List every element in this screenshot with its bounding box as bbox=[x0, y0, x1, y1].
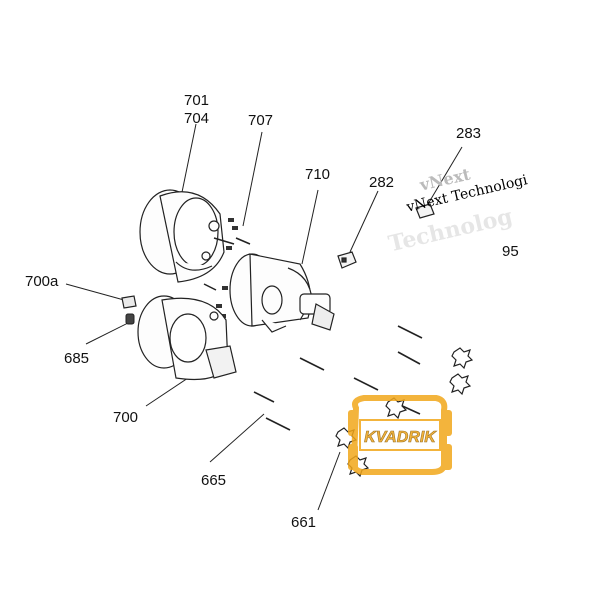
leader-665 bbox=[209, 413, 265, 463]
leader-701 bbox=[179, 123, 197, 203]
kvadrik-logo: KVADRIK bbox=[348, 395, 452, 475]
leader-700 bbox=[145, 377, 189, 407]
spring-685 bbox=[125, 313, 135, 325]
callout-704: 704 bbox=[184, 110, 210, 127]
leader-283 bbox=[427, 146, 463, 205]
callout-707: 707 bbox=[248, 112, 274, 129]
leader-282 bbox=[349, 190, 379, 253]
connector-283 bbox=[415, 203, 435, 219]
callout-95: 95 bbox=[502, 243, 519, 260]
motor-housing-part bbox=[229, 253, 335, 333]
leader-685 bbox=[85, 321, 131, 345]
callout-710: 710 bbox=[305, 166, 331, 183]
callout-700a: 700a bbox=[25, 273, 59, 290]
lower-housing-part bbox=[137, 295, 237, 381]
long-bolts bbox=[253, 325, 423, 431]
leader-710 bbox=[301, 189, 319, 265]
leader-661 bbox=[317, 451, 341, 511]
callout-661: 661 bbox=[291, 514, 317, 531]
callout-701: 701 bbox=[184, 92, 210, 109]
callout-282: 282 bbox=[369, 174, 395, 191]
callout-283: 283 bbox=[456, 125, 482, 142]
leader-707 bbox=[242, 131, 263, 227]
logo-text: KVADRIK bbox=[364, 429, 437, 446]
callout-700: 700 bbox=[113, 409, 139, 426]
callout-685: 685 bbox=[64, 350, 90, 367]
leader-700a bbox=[65, 283, 125, 301]
upper-housing-part bbox=[139, 189, 225, 283]
callout-665: 665 bbox=[201, 472, 227, 489]
connector-282 bbox=[337, 251, 357, 269]
clip-700a bbox=[121, 295, 137, 309]
